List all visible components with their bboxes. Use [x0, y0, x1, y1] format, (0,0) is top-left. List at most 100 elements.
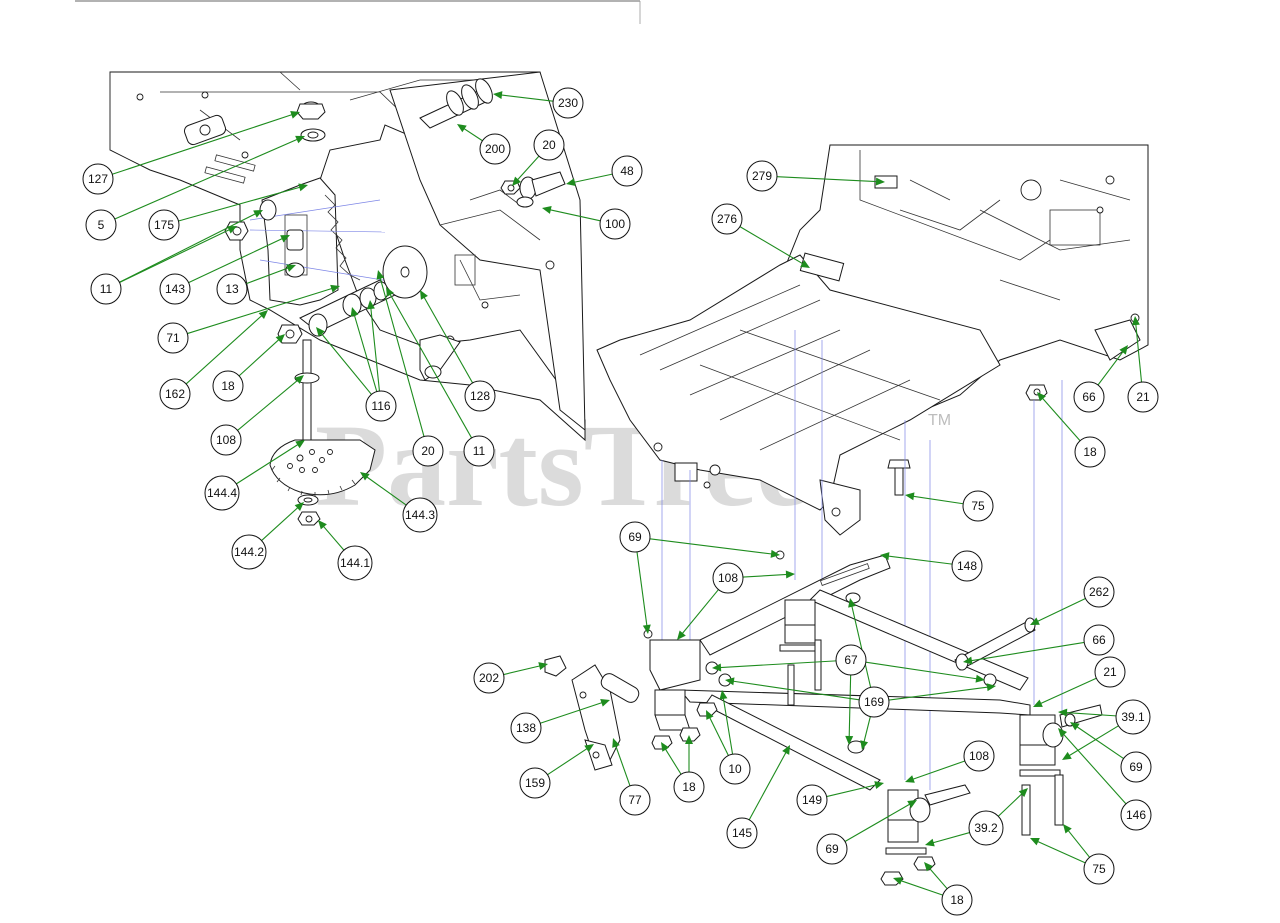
callout-number: 69: [825, 842, 839, 856]
part-callout[interactable]: 18: [941, 884, 973, 916]
callout-number: 67: [844, 653, 858, 667]
part-callout[interactable]: 77: [619, 784, 651, 816]
leader-line: [540, 701, 605, 724]
callout-circle: [1120, 751, 1152, 783]
part-callout[interactable]: 148: [951, 550, 983, 582]
part-callout[interactable]: 18: [673, 771, 705, 803]
part-callout[interactable]: 18: [212, 370, 244, 402]
part-callout[interactable]: 144.2: [231, 534, 267, 570]
part-callout[interactable]: 116: [365, 390, 397, 422]
part-callout[interactable]: 230: [552, 87, 584, 119]
part-callout[interactable]: 66: [1083, 624, 1115, 656]
part-callout[interactable]: 276: [711, 203, 743, 235]
leader-line: [865, 661, 980, 680]
leader-arrowhead: [1119, 345, 1128, 355]
callout-number: 159: [525, 776, 545, 790]
part-callout[interactable]: 66: [1073, 381, 1105, 413]
callout-number: 39.2: [974, 821, 998, 835]
callout-number: 202: [479, 671, 499, 685]
part-callout[interactable]: 67: [835, 644, 867, 676]
part-callout[interactable]: 175: [148, 209, 180, 241]
leader-arrowhead: [1058, 728, 1067, 738]
callout-number: 276: [717, 212, 737, 226]
leader-arrowhead: [785, 570, 795, 579]
part-callout[interactable]: 10: [719, 753, 751, 785]
part-callout[interactable]: 39.2: [968, 810, 1004, 846]
leader-line: [364, 475, 407, 506]
part-callout[interactable]: 71: [157, 322, 189, 354]
part-callout[interactable]: 75: [1083, 853, 1115, 885]
part-callout[interactable]: 13: [216, 273, 248, 305]
part-callout[interactable]: 127: [82, 163, 114, 195]
part-callout[interactable]: 108: [210, 424, 242, 456]
part-callout[interactable]: 75: [962, 490, 994, 522]
callout-circle: [519, 767, 551, 799]
part-callout[interactable]: 11: [90, 273, 122, 305]
leader-line: [503, 664, 543, 676]
callout-circle: [816, 833, 848, 865]
callout-circle: [552, 87, 584, 119]
part-callout[interactable]: 69: [816, 833, 848, 865]
part-callout[interactable]: 128: [464, 380, 496, 412]
leader-arrowhead: [770, 549, 780, 558]
leader-line: [379, 275, 425, 437]
callout-number: 108: [216, 433, 236, 447]
leader-arrowhead: [493, 91, 503, 100]
part-callout[interactable]: 11: [463, 435, 495, 467]
part-callout[interactable]: 108: [963, 740, 995, 772]
callout-number: 18: [221, 379, 235, 393]
callout-number: 148: [957, 559, 977, 573]
part-callout[interactable]: 145: [726, 817, 758, 849]
leader-arrowhead: [294, 375, 304, 384]
callout-number: 144.3: [405, 508, 435, 522]
callout-number: 162: [165, 387, 185, 401]
leader-arrowhead: [845, 735, 854, 745]
part-callout[interactable]: 20: [533, 129, 565, 161]
callout-circle: [746, 160, 778, 192]
leader-line: [968, 641, 1085, 662]
part-callout[interactable]: 146: [1120, 799, 1152, 831]
callout-circle: [463, 435, 495, 467]
leader-line: [614, 743, 631, 787]
callout-number: 18: [682, 780, 696, 794]
leader-line: [776, 176, 880, 183]
part-callout[interactable]: 21: [1094, 656, 1126, 688]
part-callout[interactable]: 69: [619, 521, 651, 553]
part-callout[interactable]: 69: [1120, 751, 1152, 783]
part-callout[interactable]: 144.4: [204, 475, 240, 511]
part-callout[interactable]: 143: [159, 273, 191, 305]
part-callout[interactable]: 262: [1083, 576, 1115, 608]
part-callout[interactable]: 169: [858, 686, 890, 718]
part-callout[interactable]: 149: [796, 784, 828, 816]
part-callout[interactable]: 21: [1127, 381, 1159, 413]
leader-arrowhead: [538, 662, 548, 670]
callout-number: 71: [166, 331, 180, 345]
leader-arrowhead: [1030, 617, 1040, 625]
part-callout[interactable]: 48: [611, 155, 643, 187]
part-callout[interactable]: 279: [746, 160, 778, 192]
callout-number: 69: [628, 530, 642, 544]
part-callout[interactable]: 162: [159, 378, 191, 410]
part-callout[interactable]: 20: [412, 435, 444, 467]
part-callout[interactable]: 5: [85, 209, 117, 241]
part-callout[interactable]: 144.3: [402, 497, 438, 533]
part-callout[interactable]: 138: [510, 712, 542, 744]
part-callout[interactable]: 100: [599, 208, 631, 240]
leader-line: [739, 226, 806, 266]
part-callout[interactable]: 18: [1074, 436, 1106, 468]
leader-line: [1035, 839, 1086, 864]
part-callout[interactable]: 200: [479, 133, 511, 165]
callout-circle: [1083, 576, 1115, 608]
callout-circle: [473, 662, 505, 694]
part-callout[interactable]: 159: [519, 767, 551, 799]
leader-arrowhead: [366, 300, 375, 310]
part-callout[interactable]: 108: [712, 562, 744, 594]
part-callout[interactable]: 39.1: [1115, 699, 1151, 735]
leader-arrowhead: [1030, 838, 1040, 846]
part-callout[interactable]: 202: [473, 662, 505, 694]
leader-arrowhead: [227, 226, 237, 234]
leader-arrowhead: [258, 310, 268, 320]
part-callout[interactable]: 144.1: [337, 545, 373, 581]
callout-number: 149: [802, 793, 822, 807]
